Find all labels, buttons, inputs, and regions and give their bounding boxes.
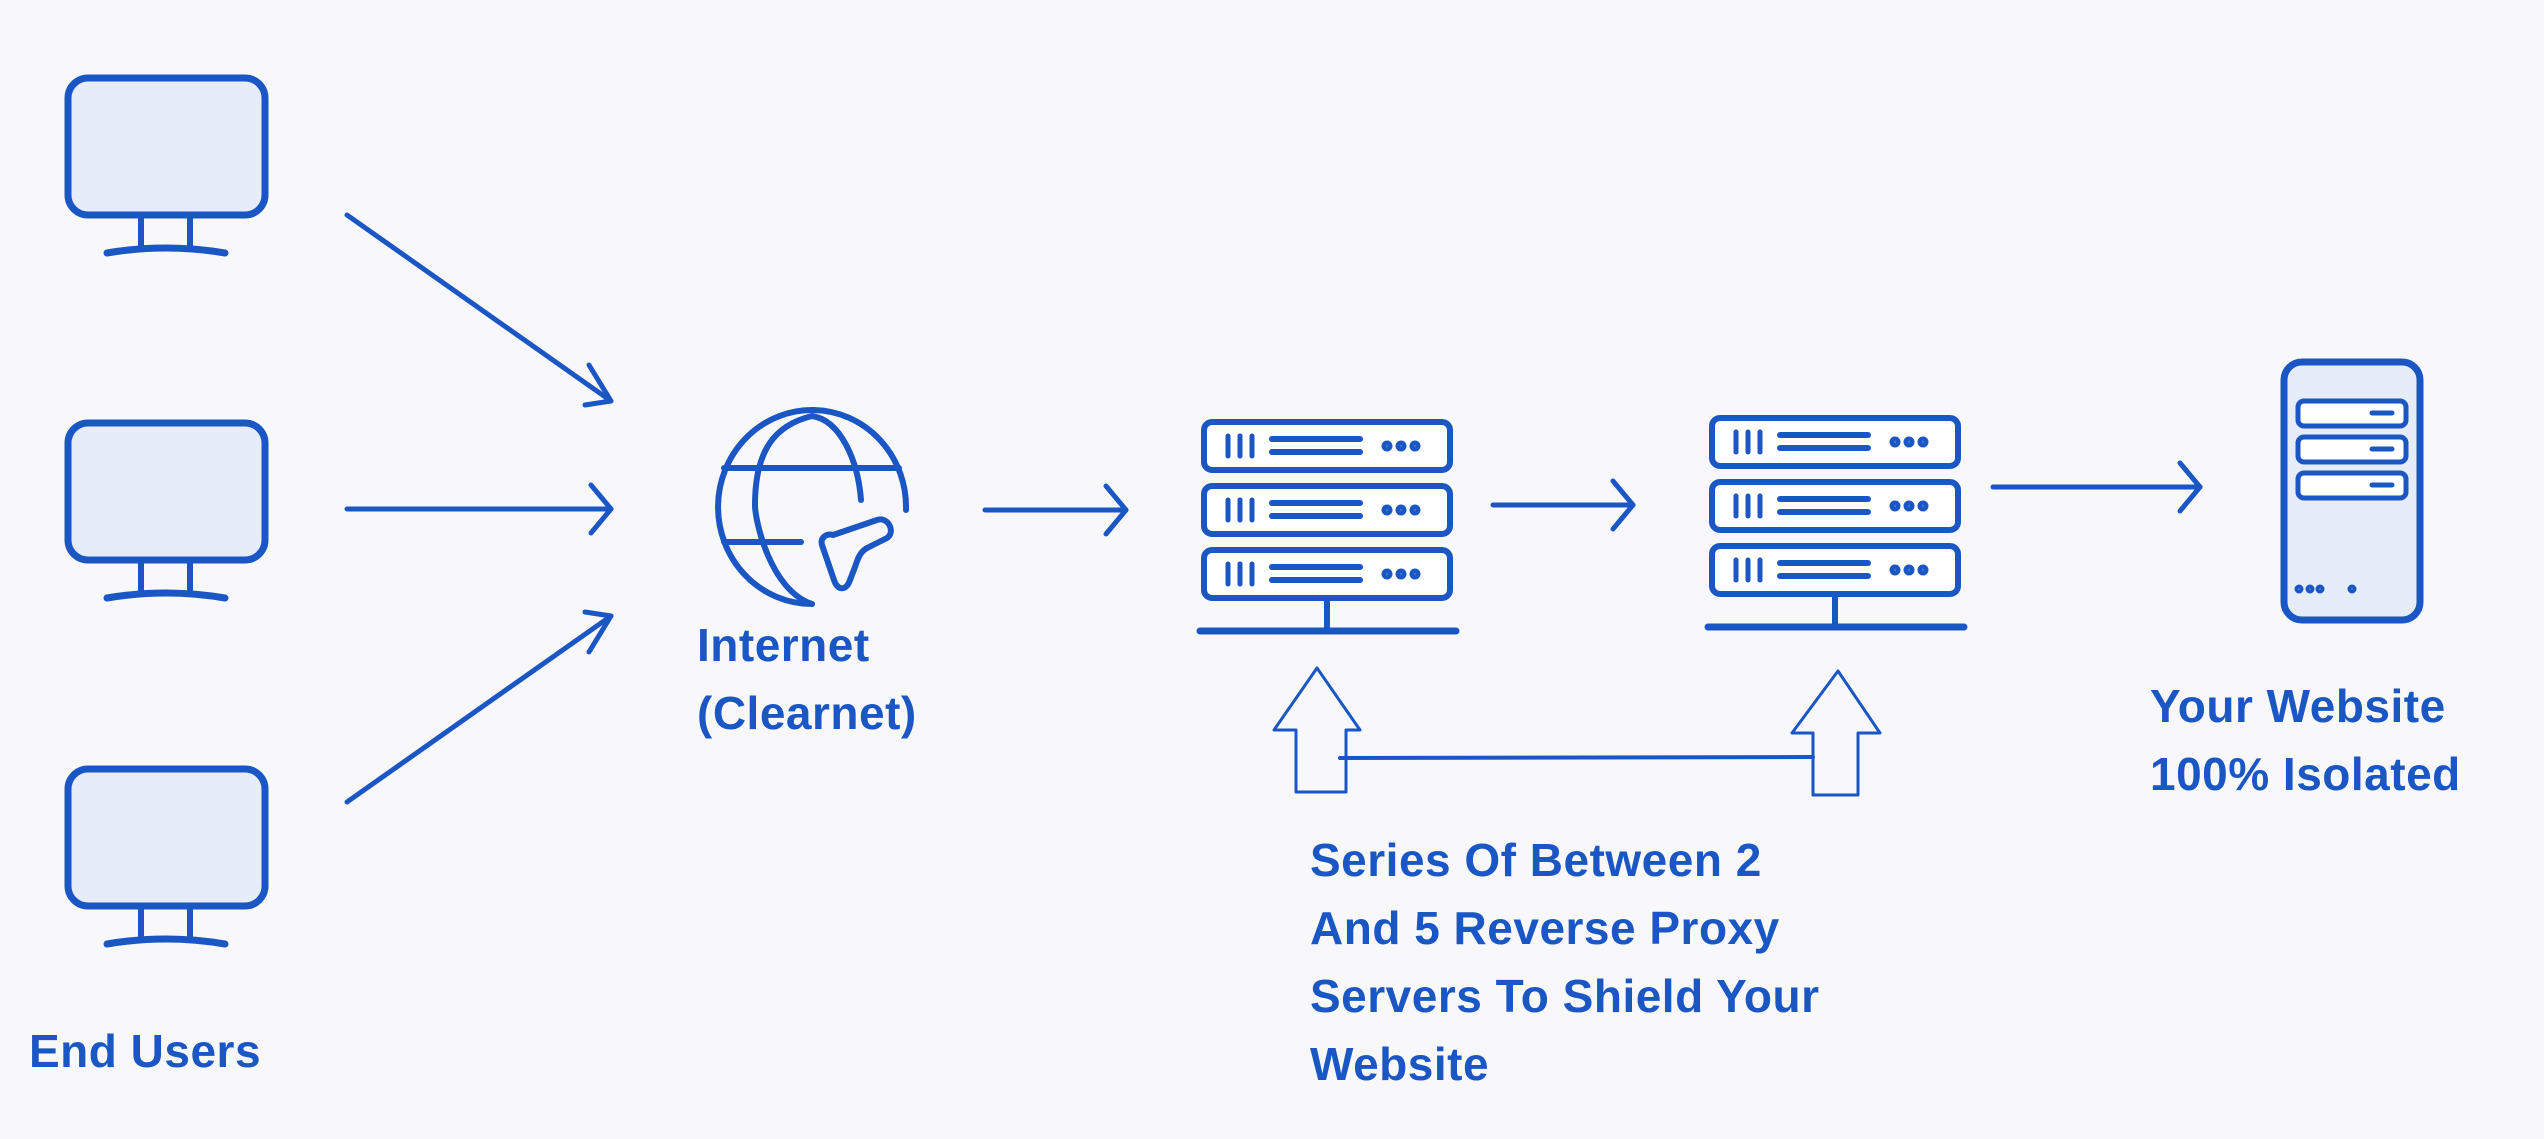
arrow-internet-to-proxy1: [982, 483, 1129, 537]
end-users-label: End Users: [29, 1017, 261, 1085]
website-label-line: Your Website: [2150, 680, 2446, 732]
proxies-label-line: Website: [1310, 1038, 1490, 1090]
arrow-user1-to-internet: [344, 212, 614, 408]
website-label-line: 100% Isolated: [2150, 748, 2461, 800]
proxies-label: Series Of Between 2 And 5 Reverse Proxy …: [1310, 826, 1820, 1098]
internet-label-line: Internet: [697, 619, 870, 671]
server-tower-icon: [2280, 358, 2424, 624]
server-unit: [1709, 479, 1961, 533]
arrow-proxy1-to-proxy2: [1490, 478, 1636, 532]
server-rack-icon: [1196, 419, 1460, 635]
up-arrow-proxy1: [1272, 666, 1362, 794]
up-arrow-proxy2: [1790, 669, 1882, 797]
monitor-icon: [64, 419, 269, 602]
proxies-label-line: And 5 Reverse Proxy: [1310, 902, 1780, 954]
proxies-label-line: Servers To Shield Your: [1310, 970, 1820, 1022]
server-rack-icon: [1704, 415, 1968, 631]
monitor-icon: [64, 765, 269, 948]
arrow-user3-to-internet: [344, 609, 614, 805]
server-unit: [1709, 415, 1961, 469]
website-label: Your Website 100% Isolated: [2150, 672, 2461, 808]
server-unit: [1201, 483, 1453, 537]
server-unit: [1201, 419, 1453, 473]
globe-cursor-icon: [715, 407, 910, 607]
arrow-user2-to-internet: [344, 482, 614, 536]
server-unit: [1201, 547, 1453, 601]
internet-label: Internet (Clearnet): [697, 611, 917, 747]
proxies-label-line: Series Of Between 2: [1310, 834, 1762, 886]
server-unit: [1709, 543, 1961, 597]
monitor-icon: [64, 74, 269, 257]
proxy-chain-connector: [1338, 755, 1815, 760]
arrow-proxy2-to-website: [1990, 460, 2203, 514]
end-users-label-text: End Users: [29, 1025, 262, 1077]
internet-label-line: (Clearnet): [697, 687, 917, 739]
